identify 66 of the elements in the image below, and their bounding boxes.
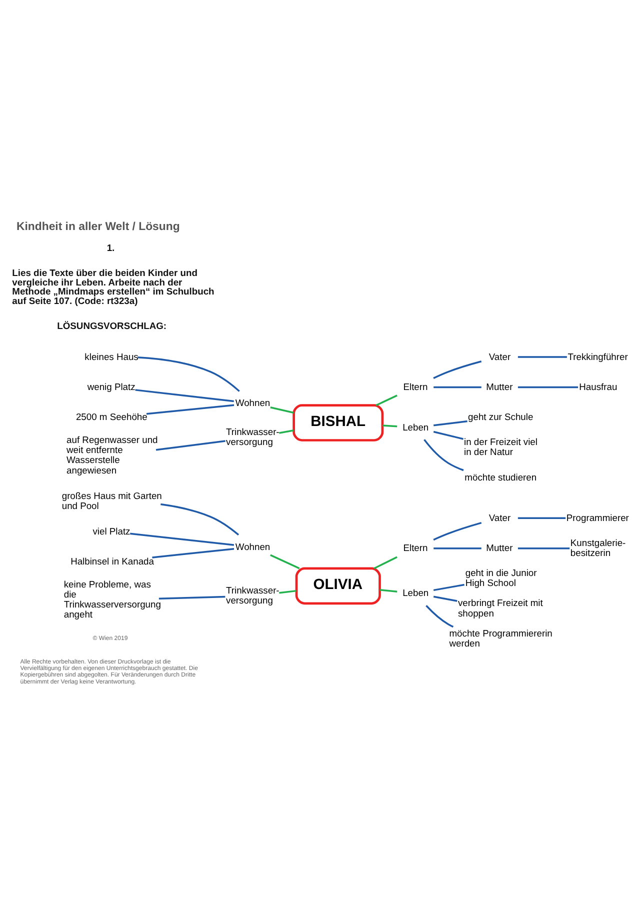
node-text: Mutter [486, 380, 513, 392]
connector [426, 604, 454, 628]
connector [433, 595, 458, 602]
node-text: möchte studieren [464, 471, 537, 482]
connector [160, 502, 240, 536]
connector [433, 522, 482, 540]
connector [433, 583, 464, 591]
node-text: Trekkingführer [568, 350, 628, 362]
connector [434, 386, 482, 388]
connector [279, 589, 296, 594]
label: Lies die Texte über die beiden Kinder und vergleiche ihr Leben. Arbeite nach der Methode „Mindmaps erstellen“ im Schulbuch auf Seite 107. (Code: rt323a) [12, 266, 214, 306]
node-text: viel Platz [92, 524, 130, 536]
node-text: Vater [488, 511, 511, 522]
connector [433, 420, 468, 426]
node-text: 2500 m Seehöhe [76, 410, 148, 422]
connector [380, 588, 398, 592]
connector [156, 440, 226, 450]
connector [518, 546, 570, 549]
node-box: BISHAL [292, 404, 384, 441]
node-text: Mutter [486, 542, 513, 553]
node-text: Hausfrau [579, 380, 618, 392]
node-text: auf Regenwasser und weit entfernte Wasserstelle angewiesen [66, 434, 158, 475]
connector [270, 554, 300, 569]
connector [135, 388, 234, 402]
connector [374, 556, 398, 569]
connector [434, 546, 482, 549]
node-text: Trinkwasser- versorgung [226, 426, 280, 447]
node-text: möchte Programmiererin werden [449, 626, 552, 648]
diagram-title: Kindheit in aller Welt / Lösung [16, 220, 180, 232]
connector [518, 386, 578, 388]
node-text: Programmierer [566, 511, 629, 522]
node-text: wenig Platz [87, 380, 136, 392]
label: LÖSUNGSVORSCHLAG: [57, 319, 167, 330]
node-text: Halbinsel in Kanada [70, 555, 154, 566]
connector [138, 356, 240, 392]
node-text: großes Haus mit Garten und Pool [62, 489, 162, 510]
label: 1. [106, 242, 115, 253]
connector [518, 516, 566, 518]
node-text: Trinkwasser- versorgung [226, 584, 280, 606]
connector [433, 430, 464, 440]
node-text: Eltern [403, 380, 428, 392]
node-text: Eltern [403, 542, 428, 553]
connector [146, 404, 234, 414]
node-text: keine Probleme, was die Trinkwasserversorgung angeht [64, 578, 161, 620]
node-text: Kunstgalerie- besitzerin [570, 536, 626, 558]
node-text: geht zur Schule [468, 410, 534, 422]
node-text: Vater [488, 350, 511, 362]
node-text: Wohnen [235, 396, 270, 408]
connector [376, 394, 398, 406]
connector [130, 532, 234, 546]
node-text: Wohnen [235, 540, 270, 552]
connector [382, 424, 398, 427]
node-text: Leben [402, 420, 429, 432]
connector [433, 360, 482, 378]
node-text: verbringt Freizeit mit shoppen [458, 596, 543, 618]
connector [152, 547, 234, 558]
node-text: geht in die Junior High School [465, 566, 537, 588]
node-text: Leben [402, 586, 429, 598]
node-text: in der Freizeit viel in der Natur [464, 436, 538, 457]
node-text: kleines Haus [84, 350, 138, 362]
connector [270, 406, 294, 414]
connector [424, 438, 464, 471]
connector [279, 429, 294, 434]
connector [158, 595, 226, 600]
node-box: OLIVIA [295, 566, 381, 604]
connector [518, 356, 567, 358]
